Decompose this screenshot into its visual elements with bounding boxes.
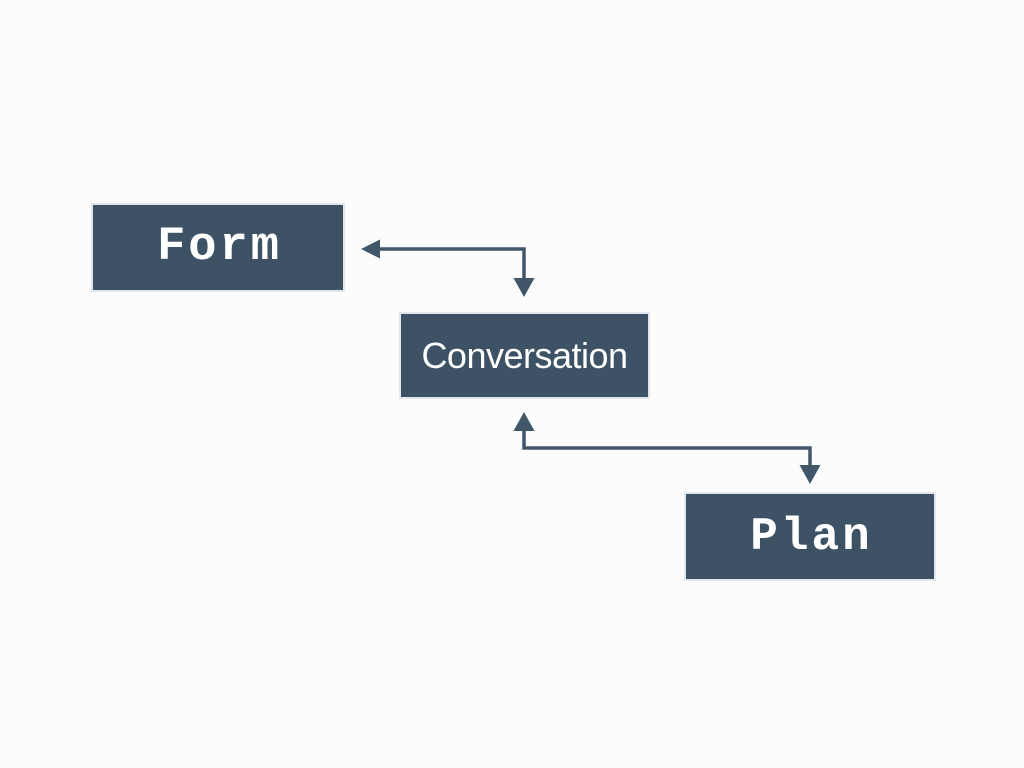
- connector-line: [522, 430, 812, 466]
- arrowhead-down-icon: [513, 278, 535, 297]
- connector-line: [378, 247, 526, 279]
- arrowhead-down-icon: [799, 465, 821, 484]
- node-plan: Plan: [686, 494, 934, 579]
- node-conversation-label: Conversation: [421, 334, 628, 376]
- node-conversation: Conversation: [401, 314, 648, 397]
- arrowhead-left-icon: [361, 239, 380, 259]
- connector-form-conversation: [361, 239, 535, 297]
- node-form-label: Form: [157, 221, 282, 274]
- node-plan-label: Plan: [750, 510, 873, 563]
- arrowhead-up-icon: [513, 412, 535, 431]
- connector-conversation-plan: [513, 412, 821, 484]
- node-form: Form: [93, 205, 343, 290]
